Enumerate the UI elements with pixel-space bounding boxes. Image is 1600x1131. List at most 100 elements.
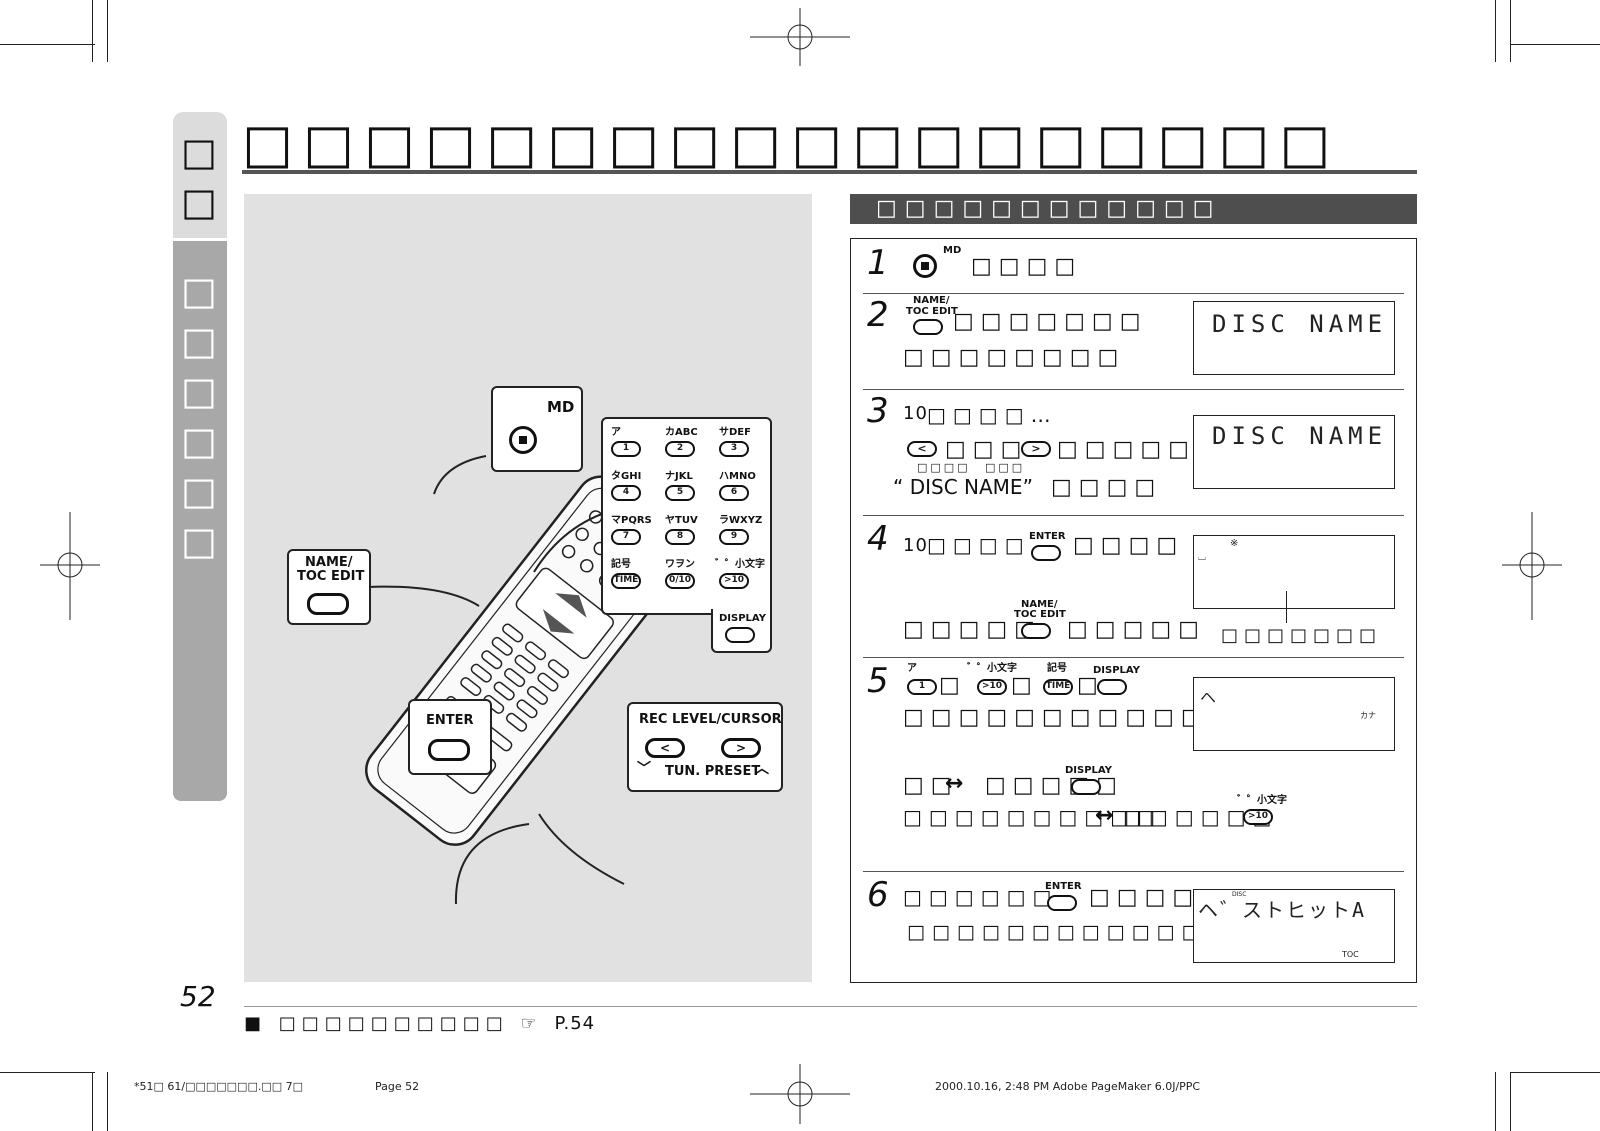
step-6-lcd-text: ヘ゛ストヒットA [1198, 898, 1367, 922]
step-6-text-line2: □□□□□□□□□□□□ [907, 921, 1207, 943]
key-gt10-button[interactable]: >10 [977, 679, 1007, 695]
steps-box: 1 MD □□□□ 2 NAME/ TOC EDIT □□□□□□□ □□□□□… [850, 238, 1417, 983]
step-divider [863, 657, 1404, 658]
step-5-lcd-mode: カナ [1360, 711, 1376, 720]
reference-page[interactable]: P.54 [554, 1013, 596, 1034]
cursor-left-button[interactable]: < [907, 441, 937, 457]
step-3-text-line2b: □□□□□ [1057, 437, 1196, 462]
display-key-button[interactable] [1071, 779, 1101, 795]
side-tab-top: □□ [173, 112, 227, 238]
step-3-number: 3 [867, 391, 889, 431]
key-8-button[interactable]: 8 [665, 529, 695, 545]
reference-text: □□□□□□□□□□ [278, 1013, 509, 1034]
cursor-left-button[interactable]: < [645, 738, 685, 758]
step-6-enter-label: ENTER [1045, 881, 1082, 892]
step-4-text-line2a: □□□□□ [903, 617, 1042, 642]
enter-button[interactable] [428, 739, 470, 761]
key-6-button[interactable]: 6 [719, 485, 749, 501]
slug-left: *51□ 61/□□□□□□□.□□ 7□ [134, 1080, 304, 1093]
key-3-button[interactable]: 3 [719, 441, 749, 457]
enter-callout-label: ENTER [426, 713, 474, 728]
step-3-text-line2a: □□□ [945, 437, 1029, 462]
key-9-button[interactable]: 9 [719, 529, 749, 545]
key-gt10-button[interactable]: >10 [1243, 809, 1273, 825]
step-4-lead: 10 [903, 535, 928, 556]
key-gt10-button[interactable]: >10 [719, 573, 749, 589]
step-1-number: 1 [867, 243, 889, 283]
step-2-text-line1: □□□□□□□ [953, 309, 1148, 334]
md-button-icon [509, 426, 537, 454]
step-5-number: 5 [867, 661, 889, 701]
section-heading: □□□□□□□□□□□□ [850, 194, 1417, 224]
key-time-button[interactable]: TIME [611, 573, 641, 589]
tun-preset-up-icon: ︿ [755, 761, 769, 777]
key-0-10-label: ワヲン [665, 559, 695, 570]
step-4-text-line1: □□□□… [927, 533, 1058, 557]
cursor-right-button[interactable]: > [721, 738, 761, 758]
rec-level-label: REC LEVEL/CURSOR [639, 712, 782, 727]
title-rule [242, 170, 1417, 174]
enter-button[interactable] [1031, 545, 1061, 561]
step-4-btn2-label-line2: TOC EDIT [1014, 609, 1066, 620]
md-callout-label: MD [547, 398, 575, 416]
step-2-lcd-text: DISC NAME [1212, 310, 1388, 338]
step-divider [863, 293, 1404, 294]
step-1-text: □□□□ [971, 254, 1083, 279]
key-1-label: ア [611, 427, 621, 438]
display-key-callout: DISPLAY [711, 609, 772, 653]
reference-bullet-icon: ■ [244, 1013, 268, 1034]
step-5-row2-btn-label: DISPLAY [1065, 765, 1112, 776]
key-7-label: マPQRS [611, 515, 652, 526]
step-6-lcd: DISC ヘ゛ストヒットA TOC [1193, 889, 1395, 963]
display-key-button[interactable] [725, 627, 755, 643]
key-5-button[interactable]: 5 [665, 485, 695, 501]
step-5-text-line1: □□□□□□□□□□□□ [903, 705, 1237, 730]
reference-line: ■ □□□□□□□□□□ ☞ P.54 [244, 1013, 595, 1034]
name-toc-label-line1: NAME/ [305, 555, 353, 570]
key-8-label: ヤTUV [665, 515, 698, 526]
name-toc-edit-button[interactable] [1021, 623, 1051, 639]
side-tab-top-text: □□ [177, 130, 221, 230]
name-toc-edit-callout: NAME/ TOC EDIT [287, 549, 371, 625]
pointing-hand-icon: ☞ [520, 1013, 543, 1034]
name-toc-edit-button[interactable] [307, 593, 349, 615]
display-key-button[interactable] [1097, 679, 1127, 695]
md-callout: MD [491, 386, 583, 472]
key-0-10-button[interactable]: 0/10 [665, 573, 695, 589]
remote-illustration-panel: MD NAME/ TOC EDIT ENTER REC LEVEL/CURSOR… [244, 194, 812, 982]
step-2-number: 2 [867, 295, 889, 335]
step-3-text-line3a: “ DISC NAME” [893, 475, 1033, 499]
step-5-sep-a: □ [939, 673, 967, 698]
key-1-button[interactable]: 1 [907, 679, 937, 695]
key-5-label: ナJKL [665, 471, 693, 482]
page-title: □□□□□□□□□□□□□□□□□□ [242, 112, 1341, 175]
step-3-text-line3b: □□□□ [1051, 475, 1163, 500]
cursor-right-button[interactable]: > [1021, 441, 1051, 457]
step-6-text-line1b: □□□□ [1089, 885, 1201, 910]
md-button-icon[interactable] [913, 254, 937, 278]
key-time-button[interactable]: TIME [1043, 679, 1073, 695]
step-4-caption: □□□□□□□ [1221, 625, 1383, 646]
step-4-enter-label: ENTER [1029, 531, 1066, 542]
display-key-label: DISPLAY [719, 613, 766, 624]
step-3-text-line1: □□□□… [927, 403, 1058, 427]
step-5-arrow-2: ↔ [1095, 803, 1114, 828]
enter-button[interactable] [1047, 895, 1077, 911]
key-7-button[interactable]: 7 [611, 529, 641, 545]
enter-callout: ENTER [408, 699, 492, 775]
key-3-label: サDEF [719, 427, 751, 438]
step-1-md-label: MD [943, 245, 962, 256]
step-5-key-d-label: DISPLAY [1093, 665, 1140, 676]
step-4-lcd: ※ ⌴ [1193, 535, 1395, 609]
step-6-number: 6 [867, 875, 889, 915]
key-1-button[interactable]: 1 [611, 441, 641, 457]
key-4-label: タGHI [611, 471, 642, 482]
step-4-btn2-label-line1: NAME/ [1021, 599, 1058, 610]
name-toc-edit-button[interactable] [913, 319, 943, 335]
key-2-button[interactable]: 2 [665, 441, 695, 457]
step-3-lcd: DISC NAME [1193, 415, 1395, 489]
page-number: 52 [180, 980, 216, 1013]
key-4-button[interactable]: 4 [611, 485, 641, 501]
step-6-lcd-disc: DISC [1232, 891, 1247, 898]
